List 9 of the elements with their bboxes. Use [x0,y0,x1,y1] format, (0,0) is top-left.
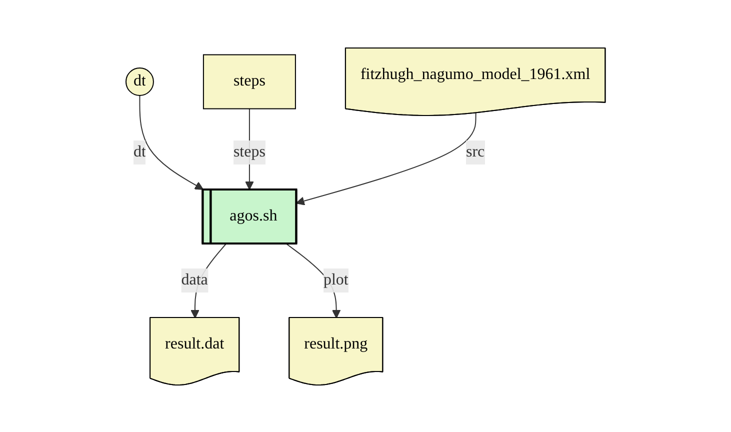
edge-label: dt [133,142,146,160]
edge-label: steps [233,142,266,160]
edge-label: src [466,142,485,160]
arrow [139,94,204,190]
node-box: steps [202,54,296,109]
edge-label: plot [323,270,348,288]
arrow [296,112,476,205]
node-circle: dt [125,67,154,96]
edge-label: data [181,270,208,288]
